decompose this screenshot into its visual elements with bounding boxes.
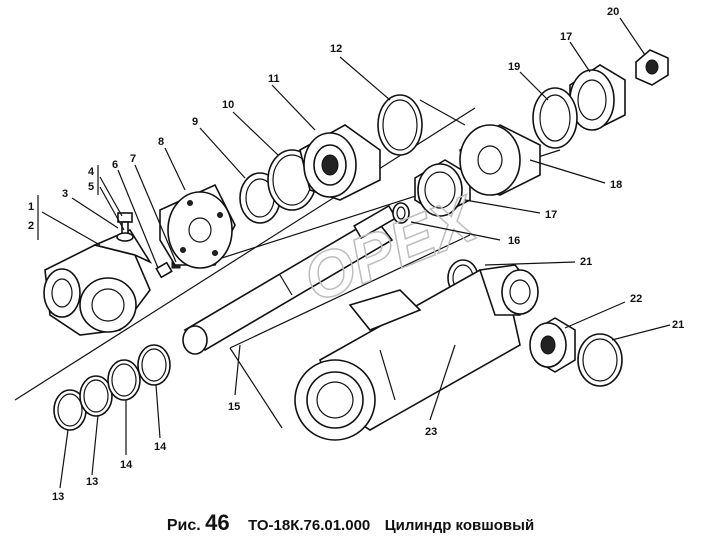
ring-13a [53,389,87,431]
callout-4: 4 [88,166,95,178]
callout-21b: 21 [672,319,684,331]
callout-5: 5 [88,181,94,193]
ring-16 [392,202,410,224]
callout-6: 6 [112,159,118,171]
callout-3: 3 [62,188,68,200]
guide-ring-17b [569,64,626,131]
figure-title: Цилиндр ковшовый [384,517,535,534]
leader-lines [41,17,671,489]
drawing-code: ТО-18К.76.01.000 [248,517,371,534]
callout-11: 11 [268,73,280,85]
callout-14a: 14 [120,459,133,471]
callout-21a: 21 [580,256,592,268]
callout-17b: 17 [560,31,572,43]
snap-ring-21b [577,333,623,387]
callout-7: 7 [130,153,136,165]
callout-9: 9 [192,116,198,128]
callout-2: 2 [28,220,34,232]
bushing-22 [529,317,576,373]
callout-13a: 13 [52,491,64,503]
rod-eye-part [43,228,153,336]
callout-22: 22 [630,293,642,305]
piston-rod-15 [182,204,397,355]
piston-18 [459,124,541,196]
flange-part [159,183,236,269]
callout-labels: 1 2 3 4 5 6 7 8 9 10 11 12 13 13 14 14 1… [28,6,684,503]
callout-18: 18 [610,179,622,191]
callout-15: 15 [228,401,240,413]
figure-caption: Рис. 46 ТО-18К.76.01.000 Цилиндр ковшовы… [0,510,701,536]
callout-8: 8 [158,136,164,148]
gland-11 [299,124,381,201]
assembly-axis-lines [14,99,561,429]
nut-20 [635,49,669,86]
callout-14b: 14 [154,441,167,453]
callout-13b: 13 [86,476,98,488]
diagram-drawing: OPEX 1 2 3 4 5 6 7 8 [14,6,684,503]
cylinder-body-23 [294,264,539,441]
ring-12 [377,94,423,156]
callout-16: 16 [508,235,520,247]
callout-17a: 17 [545,209,557,221]
bolt-assembly [116,212,134,242]
ring-14b [137,344,171,386]
ring-13b [79,375,113,417]
callout-12: 12 [330,43,342,55]
callout-20: 20 [607,6,619,18]
figure-prefix: Рис. [166,517,201,534]
figure-number: 46 [205,510,230,535]
callout-19: 19 [508,61,520,73]
callout-10: 10 [222,99,234,111]
ring-19 [532,87,578,149]
callout-1: 1 [28,201,34,213]
guide-ring-17a [414,159,471,217]
ring-14a [107,359,141,401]
callout-23: 23 [425,426,437,438]
